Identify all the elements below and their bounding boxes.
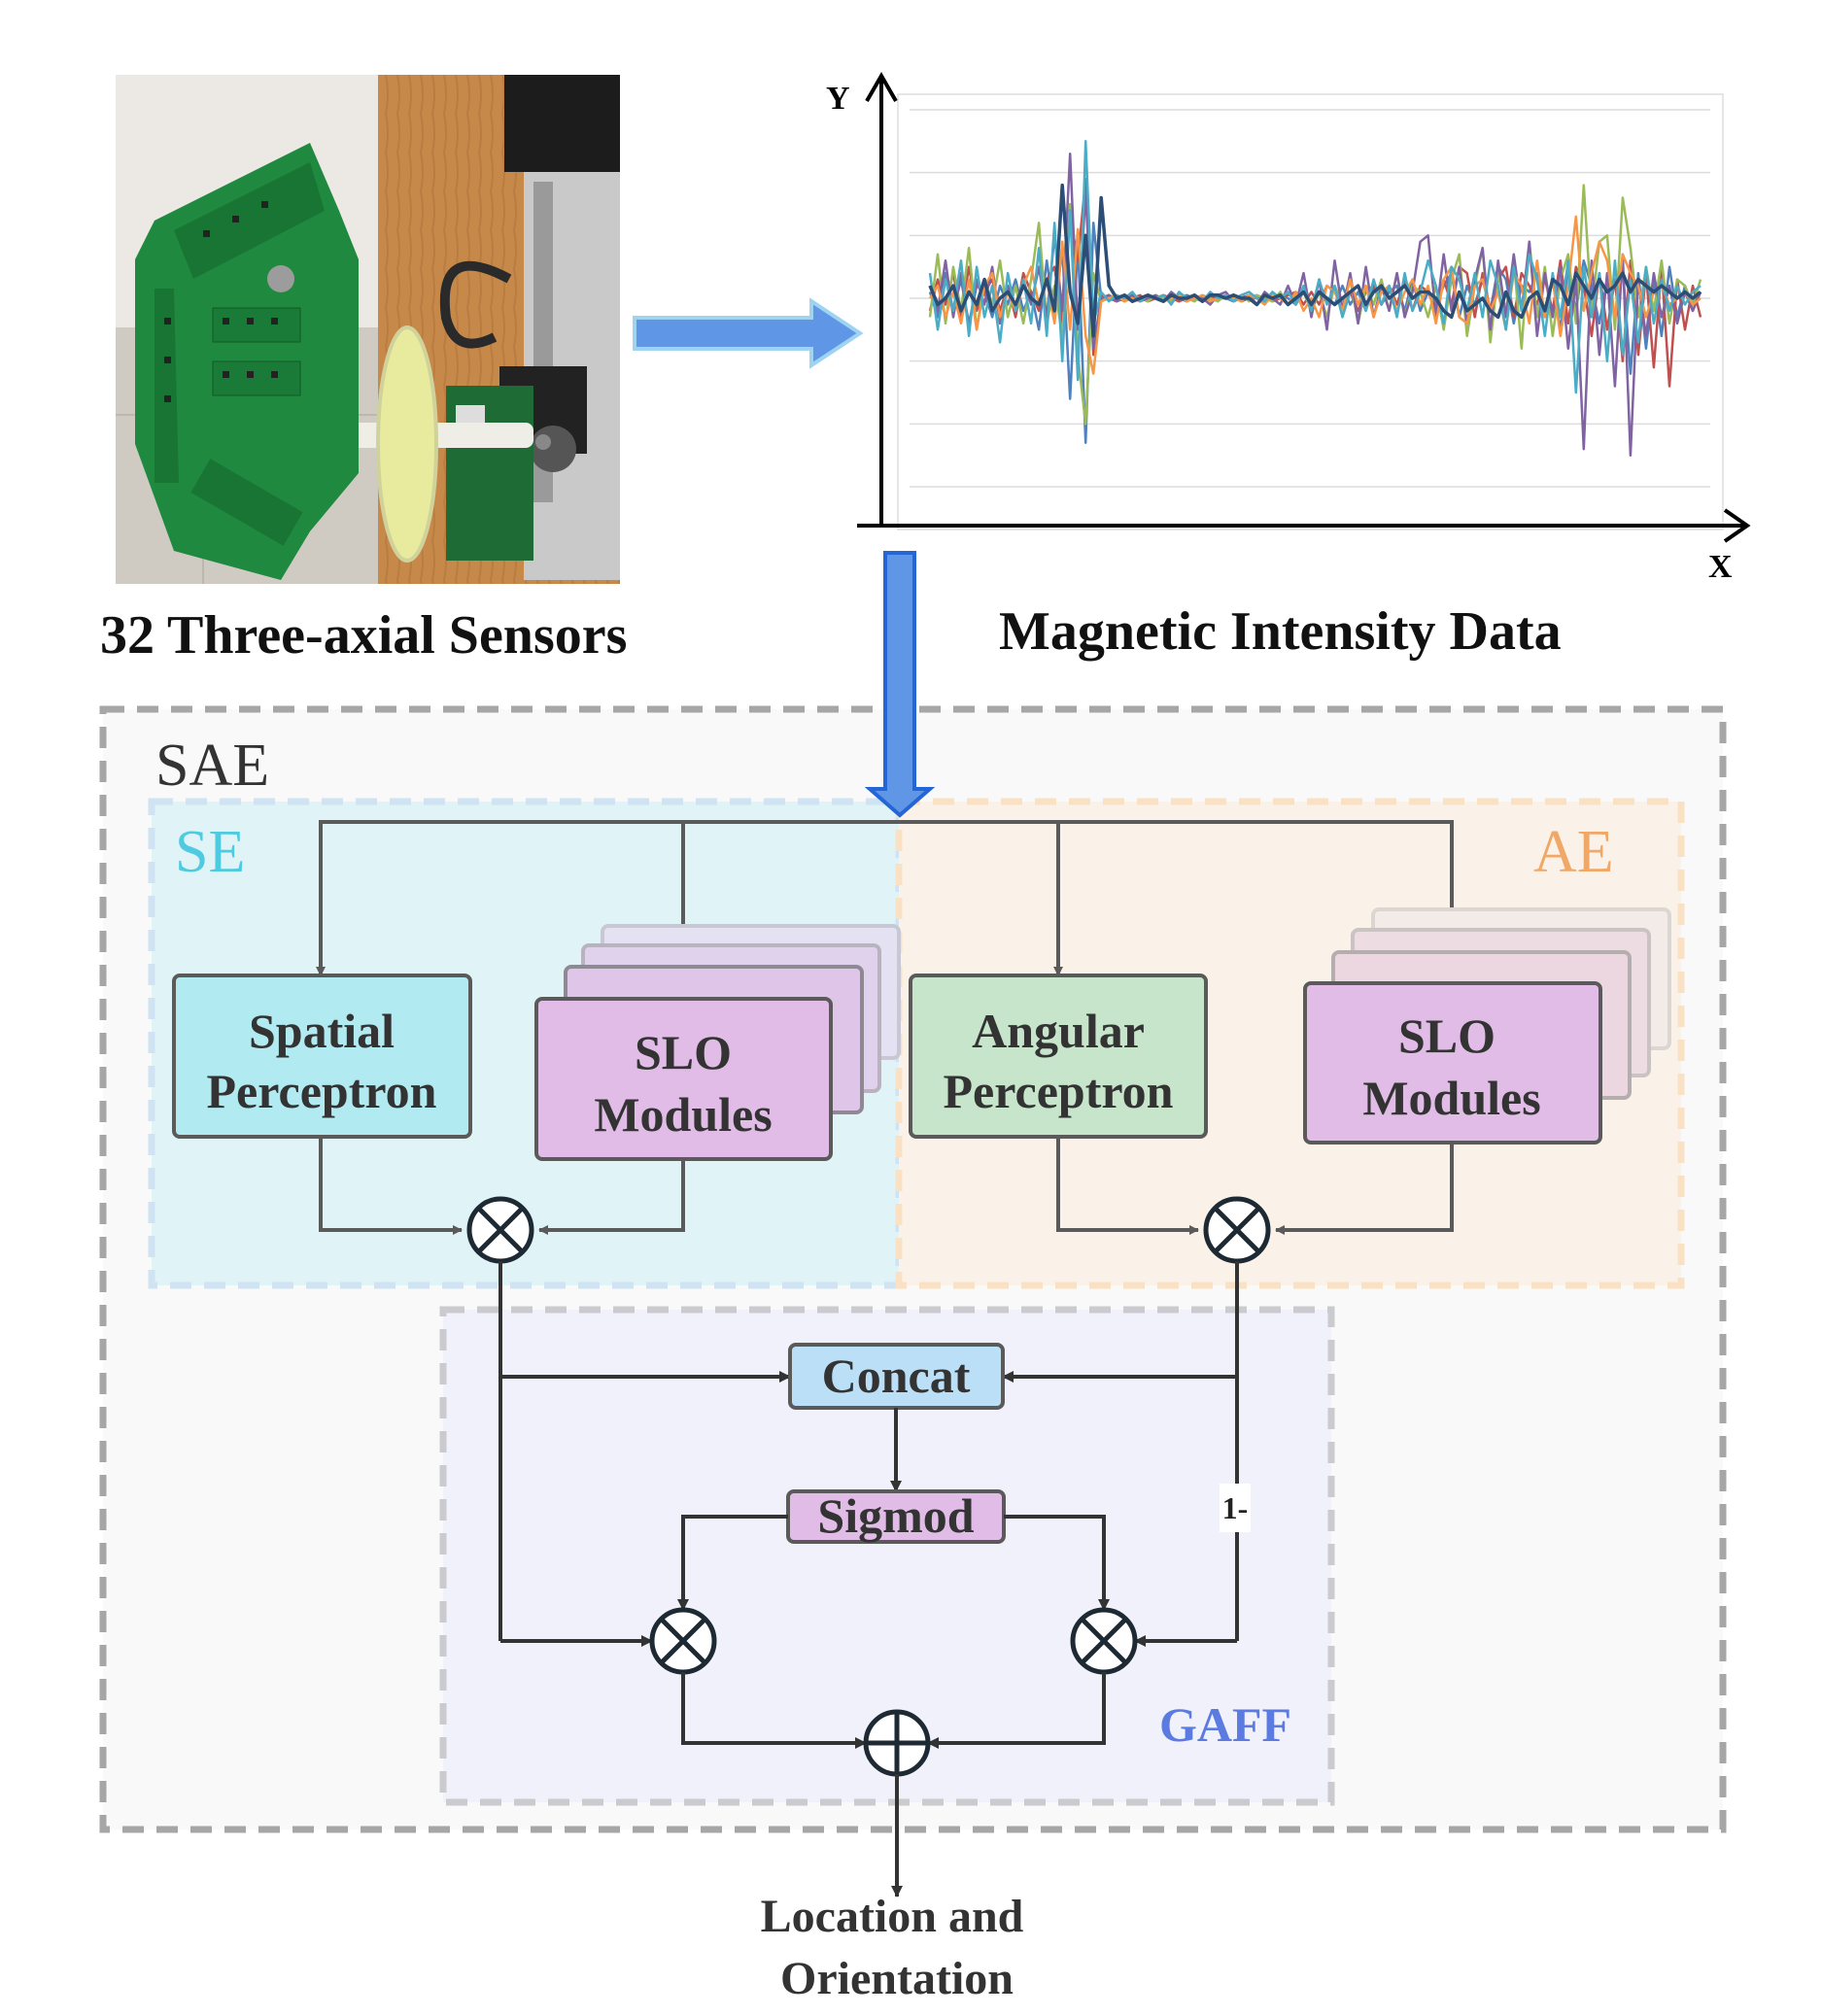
ae-multiply-icon [1203,1196,1271,1264]
output-line1: Location and [761,1891,1024,1942]
x-axis-label: X [1708,549,1733,585]
series-line-s7 [928,183,1702,338]
one-minus-box [1220,1484,1251,1532]
plot-caption: Magnetic Intensity Data [999,601,1562,662]
y-axis-label: Y [826,81,850,117]
magnetic-intensity-chart: Y X [826,71,1751,585]
se-multiply-icon [466,1196,534,1264]
photo-caption: 32 Three-axial Sensors [100,605,628,666]
architecture-diagram: SAE SE AE Spatial Perceptron SLO Modules… [99,705,1727,2004]
se-slo-stack [534,924,901,1161]
y-axis-arrowhead-icon [865,71,898,102]
spatial-perceptron-line2: Perceptron [207,1064,437,1118]
ae-slo-line2: Modules [1362,1071,1540,1125]
gaff-label: GAFF [1159,1697,1291,1752]
concat-label: Concat [822,1349,971,1403]
se-slo-line1: SLO [635,1025,732,1079]
series-group [928,140,1702,457]
one-minus-label: 1- [1222,1490,1249,1525]
plot-frame [897,93,1724,530]
right-arrow-icon [633,297,864,369]
sum-icon [863,1709,931,1777]
sigmoid-label: Sigmod [817,1488,974,1543]
x-axis-arrowhead-icon [1723,508,1751,543]
spatial-perceptron-line1: Spatial [249,1004,395,1058]
output-line2: Orientation [780,1953,1014,2004]
angular-perceptron-line2: Perceptron [944,1064,1174,1118]
down-arrow-icon [865,551,935,818]
ae-slo-stack [1303,907,1671,1145]
sae-label: SAE [155,733,269,799]
ae-slo-line1: SLO [1398,1008,1495,1063]
gaff-left-multiply-icon [649,1607,717,1675]
sensor-array-photo [116,75,620,584]
sensor-photo-illustration [116,75,620,584]
ae-label: AE [1533,819,1614,885]
se-slo-line2: Modules [594,1087,772,1142]
gaff-right-multiply-icon [1070,1607,1138,1675]
se-label: SE [175,819,245,885]
angular-perceptron-line1: Angular [972,1004,1145,1058]
